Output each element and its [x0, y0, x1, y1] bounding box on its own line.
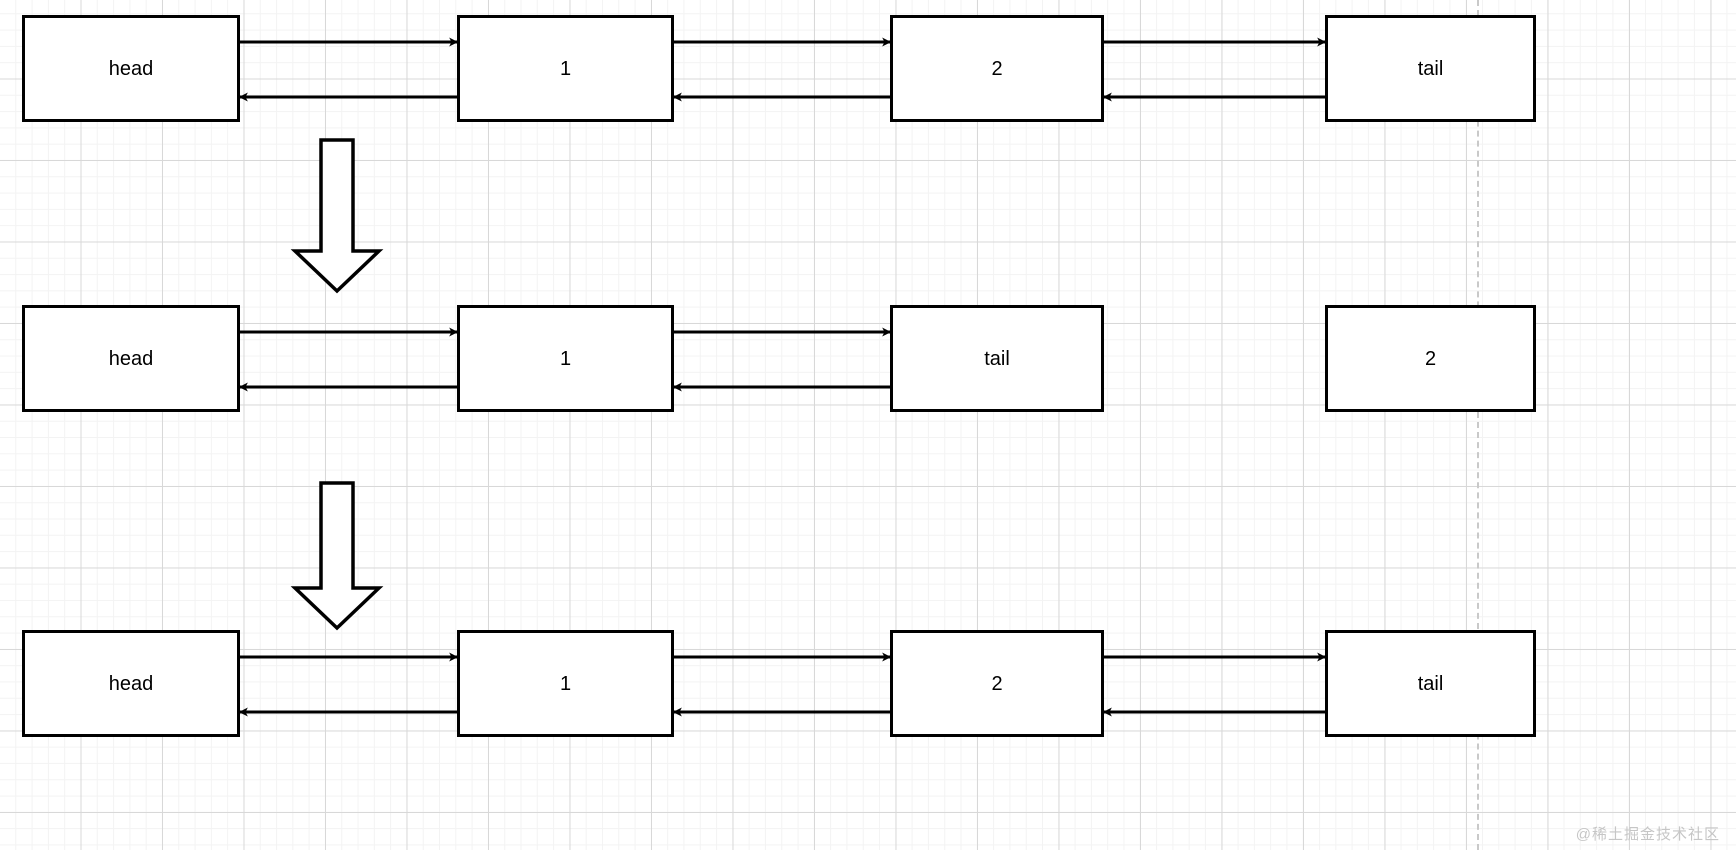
- node-tail[interactable]: tail: [890, 305, 1104, 412]
- node-label: head: [108, 672, 154, 695]
- connector-arrows: [238, 37, 1327, 717]
- node-label: tail: [984, 347, 1010, 370]
- node-label: tail: [1417, 672, 1444, 695]
- node-head[interactable]: head: [22, 630, 240, 737]
- node-label: tail: [1417, 57, 1444, 80]
- node-label: 1: [559, 347, 572, 370]
- node-label: head: [108, 347, 154, 370]
- node-label: 2: [1424, 347, 1437, 370]
- node-2[interactable]: 2: [1325, 305, 1536, 412]
- node-label: 1: [559, 57, 572, 80]
- node-1[interactable]: 1: [457, 630, 674, 737]
- node-label: 2: [991, 672, 1003, 695]
- node-tail[interactable]: tail: [1325, 630, 1536, 737]
- node-label: 2: [991, 57, 1003, 80]
- step-block-arrows: [290, 138, 384, 631]
- node-tail[interactable]: tail: [1325, 15, 1536, 122]
- watermark: @稀土掘金技术社区: [1575, 826, 1720, 843]
- step-arrow-2: [290, 481, 384, 631]
- page-break-line: [1477, 0, 1479, 850]
- node-head[interactable]: head: [22, 305, 240, 412]
- node-2[interactable]: 2: [890, 15, 1104, 122]
- node-label: 1: [559, 672, 572, 695]
- node-1[interactable]: 1: [457, 15, 674, 122]
- node-2[interactable]: 2: [890, 630, 1104, 737]
- node-label: head: [108, 57, 154, 80]
- node-head[interactable]: head: [22, 15, 240, 122]
- node-1[interactable]: 1: [457, 305, 674, 412]
- step-arrow-1: [290, 138, 384, 294]
